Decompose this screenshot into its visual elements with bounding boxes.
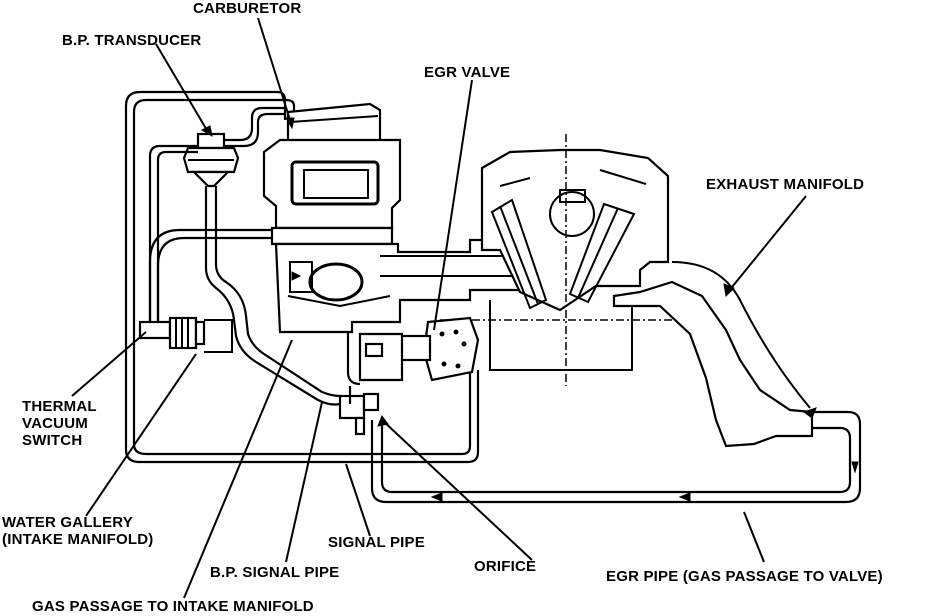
- intake-manifold: [274, 238, 532, 334]
- label-bp-signal-pipe: B.P. SIGNAL PIPE: [210, 564, 340, 581]
- egr-pipe: [370, 410, 862, 504]
- engine-head: [440, 134, 690, 386]
- thermal-vacuum-switch: [138, 316, 233, 353]
- exhaust-manifold: [612, 261, 817, 448]
- bp-transducer: [148, 106, 285, 330]
- label-exhaust-manifold: EXHAUST MANIFOLD: [706, 176, 865, 193]
- label-thermal-vacuum-switch: THERMAL VACUUM SWITCH: [22, 398, 97, 449]
- label-bp-transducer: B.P. TRANSDUCER: [62, 32, 202, 49]
- label-water-gallery: WATER GALLERY (INTAKE MANIFOLD): [2, 514, 153, 548]
- carb-vacuum-hose: [148, 228, 278, 330]
- label-thermal: THERMAL: [22, 398, 97, 415]
- orifice-junction: [338, 386, 380, 436]
- label-egr-valve: EGR VALVE: [424, 64, 511, 81]
- label-switch: SWITCH: [22, 432, 83, 449]
- label-gas-passage: GAS PASSAGE TO INTAKE MANIFOLD: [32, 598, 314, 615]
- label-water-gallery-line1: WATER GALLERY: [2, 514, 133, 531]
- label-water-gallery-line2: (INTAKE MANIFOLD): [2, 531, 154, 548]
- label-orifice: ORIFICE: [474, 558, 537, 575]
- leader-lines: [71, 17, 807, 599]
- label-vacuum: VACUUM: [22, 415, 88, 432]
- label-egr-pipe: EGR PIPE (GAS PASSAGE TO VALVE): [606, 568, 883, 585]
- bp-signal-hose: [204, 186, 341, 406]
- egr-valve: [346, 316, 480, 386]
- label-signal-pipe: SIGNAL PIPE: [328, 534, 425, 551]
- carburetor: [262, 102, 402, 246]
- label-carburetor: CARBURETOR: [193, 0, 302, 17]
